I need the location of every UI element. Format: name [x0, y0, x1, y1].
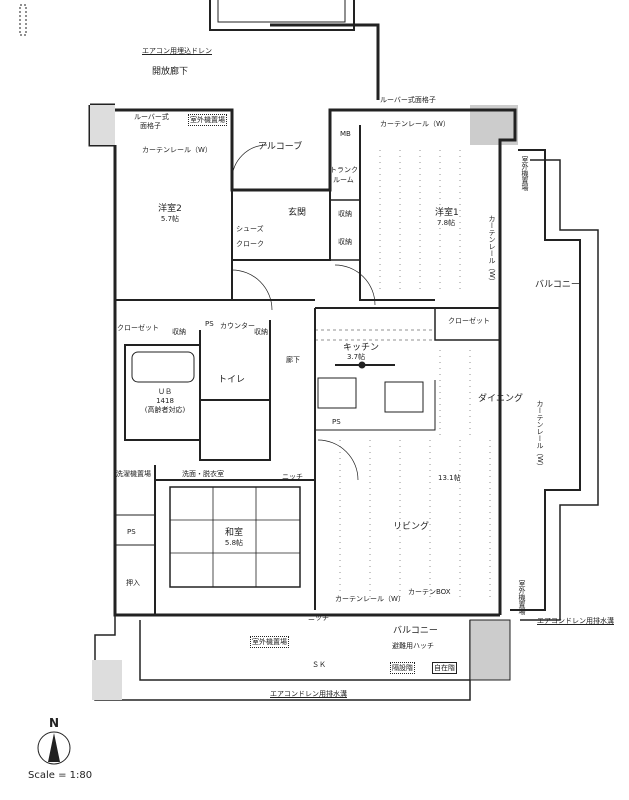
compass: N [35, 716, 75, 768]
label-storage-d: 収納 [254, 328, 268, 336]
label-storage-c: 収納 [172, 328, 186, 336]
label-open-corridor: 開放廊下 [152, 67, 189, 77]
room-japanese-size: 5.8帖 [224, 539, 244, 547]
label-hatch-b: 自在階 [432, 662, 457, 674]
label-hallway: 廊下 [286, 356, 300, 364]
label-closet-left: クローゼット [117, 324, 159, 332]
label-ub: ＵＢ [158, 388, 172, 396]
label-ub-note: (高齢者対応) [144, 406, 186, 414]
label-outdoor-unit-top: 室外機置場 [188, 114, 227, 126]
label-louver-top: ルーバー式面格子 [380, 96, 436, 104]
label-curtain-box: カーテンBOX [408, 588, 451, 596]
room-washroom: 洗面・脱衣室 [182, 470, 224, 478]
label-washer: 洗濯機置場 [116, 470, 151, 478]
label-niche-2: ニッチ [308, 614, 329, 622]
label-evacuation-hatch: 避難用ハッチ [392, 642, 434, 650]
label-drain-bottom: エアコンドレン用排水溝 [270, 690, 347, 698]
room-western-1: 洋室1 [435, 208, 459, 218]
room-western-1-size: 7.8帖 [437, 219, 456, 227]
label-ps-3: PS [127, 528, 136, 536]
label-outdoor-unit-br: 室外機置場 [518, 580, 526, 615]
label-sk: ＳＫ [312, 661, 326, 669]
label-hatch-a: 隔設階 [390, 662, 415, 674]
label-closet-right: クローゼット [448, 317, 490, 325]
label-drain-right: エアコンドレン用排水溝 [537, 617, 614, 625]
label-trunk-room-2: ルーム [333, 176, 354, 184]
label-ps-1: PS [205, 320, 214, 328]
label-louver-left-1: ルーバー式 [134, 113, 169, 121]
room-kitchen-size: 3.7帖 [347, 353, 366, 361]
label-shoe-cloak-2: クローク [236, 240, 264, 248]
label-balcony-bottom: バルコニー [393, 626, 438, 636]
room-japanese: 和室 [224, 528, 244, 538]
label-shoe-cloak-1: シューズ [236, 225, 264, 233]
room-dining: ダイニング [478, 394, 524, 404]
room-western-2: 洋室2 [158, 204, 182, 214]
label-storage-b: 収納 [338, 238, 352, 246]
label-curtain-rail-dining: カーテンレール（W） [536, 400, 544, 470]
room-alcove: アルコーブ [258, 142, 303, 152]
label-ps-2: PS [332, 418, 341, 426]
label-mb: MB [340, 130, 351, 138]
label-storage-a: 収納 [338, 210, 352, 218]
label-niche: ニッチ [282, 473, 303, 481]
label-outdoor-unit-bottom: 室外機置場 [250, 636, 289, 648]
label-closet-futon: 押入 [126, 579, 140, 587]
label-curtain-rail-vertical: カーテンレール（W） [488, 215, 496, 285]
label-counter: カウンター [220, 322, 255, 330]
label-balcony-right: バルコニー [535, 280, 580, 290]
room-toilet: トイレ [218, 375, 246, 385]
label-outdoor-unit-right: 室外機置場 [521, 156, 529, 191]
scale-label: Scale = 1:80 [28, 770, 93, 781]
label-louver-left-2: 面格子 [140, 122, 161, 130]
room-living: リビング [393, 522, 430, 532]
label-trunk-room-1: トランク [330, 166, 358, 174]
room-ldk-size: 13.1帖 [438, 474, 461, 482]
label-curtain-rail-bottom: カーテンレール（W） [335, 595, 405, 603]
compass-label: N [49, 716, 60, 730]
room-kitchen: キッチン [343, 343, 380, 353]
room-western-2-size: 5.7帖 [160, 215, 180, 223]
label-curtain-rail-top: カーテンレール（W） [380, 120, 450, 128]
room-entrance: 玄関 [288, 208, 307, 218]
label-ub-size: 1418 [156, 397, 174, 405]
north-arrow-icon [37, 731, 71, 765]
label-curtain-rail-left: カーテンレール（W） [142, 146, 212, 154]
label-drain-top: エアコン用埋込ドレン [142, 47, 212, 55]
